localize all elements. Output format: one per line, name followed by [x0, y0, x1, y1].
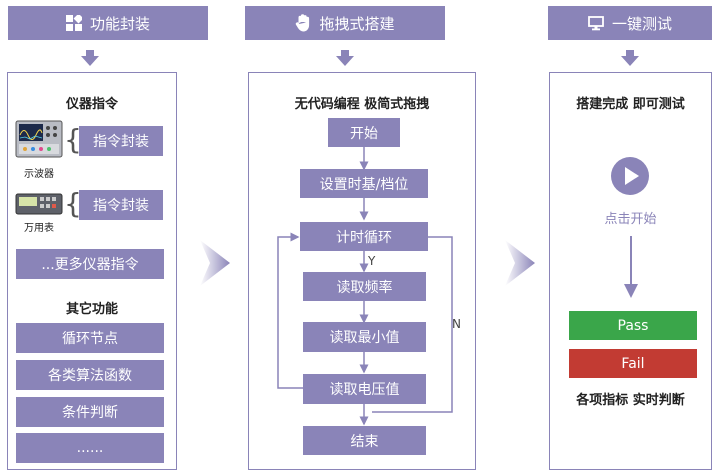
feature-condition-check[interactable]: 条件判断 [16, 397, 164, 427]
multimeter-icon [15, 193, 63, 215]
chevron-right-icon [200, 240, 230, 286]
flow-step-end[interactable]: 结束 [303, 426, 426, 455]
fail-indicator: Fail [569, 349, 697, 378]
more-instruments-button[interactable]: ...更多仪器指令 [16, 249, 164, 279]
other-functions-title: 其它功能 [65, 302, 118, 317]
pass-indicator: Pass [569, 311, 697, 340]
yes-label: Y [368, 254, 376, 268]
flow-step-start[interactable]: 开始 [328, 118, 400, 147]
brace-icon: { [64, 123, 82, 156]
header-functions: 功能封装 [8, 6, 208, 40]
monitor-icon [588, 15, 604, 30]
oscilloscope-label: 示波器 [24, 169, 54, 180]
flow-step-set-timebase[interactable]: 设置时基/档位 [300, 169, 428, 198]
feature-loop-node[interactable]: 循环节点 [16, 323, 164, 353]
grid-icon [65, 15, 82, 31]
flow-step-read-minimum[interactable]: 读取最小值 [303, 322, 426, 352]
hand-icon [296, 14, 310, 32]
header-functions-label: 功能封装 [89, 14, 150, 33]
no-label: N [452, 317, 461, 331]
arrow-down-icon [624, 236, 638, 298]
instruments-title: 仪器指令 [65, 97, 118, 112]
flow-step-read-voltage[interactable]: 读取电压值 [303, 374, 426, 404]
no-code-title: 无代码编程 极简式拖拽 [294, 97, 430, 112]
multimeter-label: 万用表 [24, 223, 54, 234]
brace-icon: { [64, 187, 82, 220]
chevron-right-icon [505, 240, 535, 286]
flow-connectors [277, 147, 453, 426]
feature-algorithm-functions[interactable]: 各类算法函数 [16, 360, 164, 390]
oscilloscope-icon [15, 120, 63, 158]
header-drag-build-label: 拖拽式搭建 [319, 14, 395, 33]
play-icon[interactable] [610, 156, 650, 196]
arrow-down-icon [621, 50, 639, 66]
arrow-down-icon [81, 50, 99, 66]
flow-step-timed-loop[interactable]: 计时循环 [300, 222, 428, 251]
flow-step-read-frequency[interactable]: 读取频率 [303, 272, 426, 301]
click-to-start-label: 点击开始 [604, 212, 657, 227]
feature-more[interactable]: ...... [16, 433, 164, 463]
ready-to-test-title: 搭建完成 即可测试 [576, 97, 685, 112]
header-one-click-test: 一键测试 [548, 6, 712, 40]
multimeter-encapsulate-button[interactable]: 指令封装 [79, 190, 163, 220]
realtime-judgement-label: 各项指标 实时判断 [576, 393, 685, 408]
arrow-down-icon [336, 50, 354, 66]
oscilloscope-encapsulate-button[interactable]: 指令封装 [79, 126, 163, 156]
header-one-click-test-label: 一键测试 [611, 14, 672, 33]
header-drag-build: 拖拽式搭建 [245, 6, 445, 40]
